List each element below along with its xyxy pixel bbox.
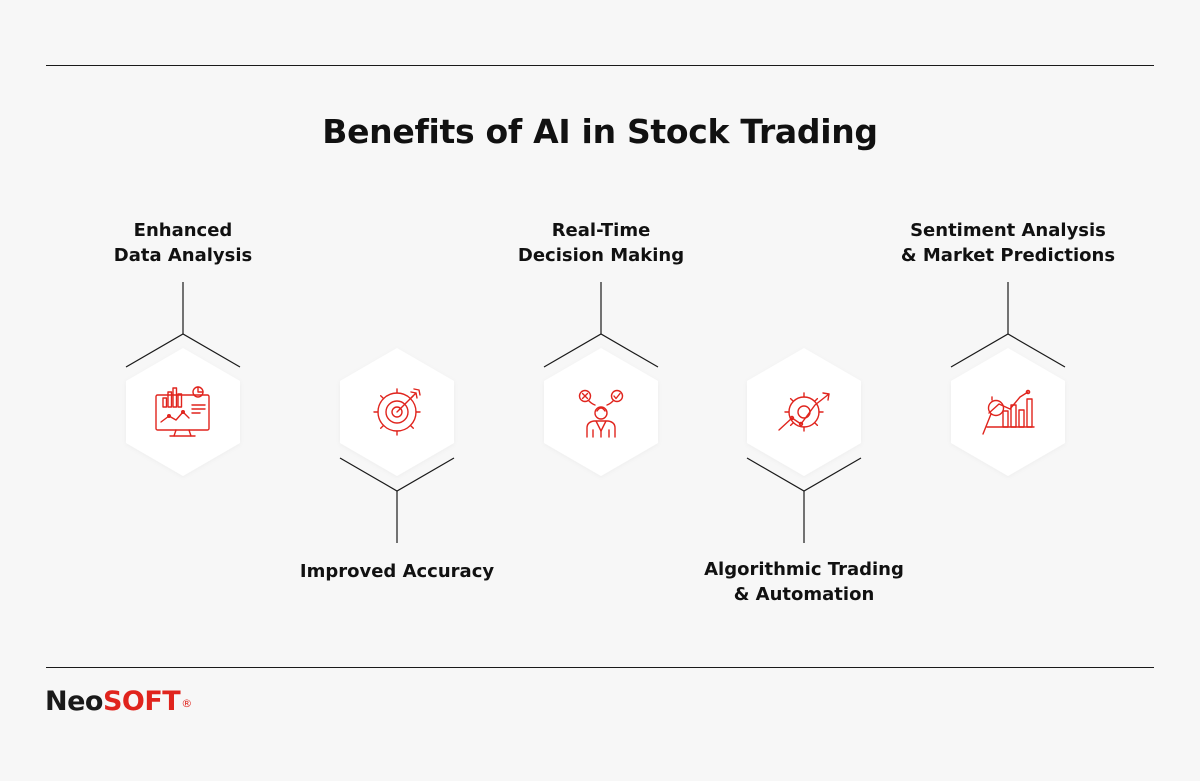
item-label-line: Algorithmic Trading	[704, 559, 904, 580]
decision-maker-icon	[578, 389, 624, 438]
item-label-algorithmic-trading: Algorithmic Trading & Automation	[664, 557, 944, 607]
item-label-sentiment-analysis: Sentiment Analysis & Market Predictions	[868, 218, 1148, 268]
connector-1	[125, 282, 241, 368]
item-label-line: Improved Accuracy	[299, 561, 495, 582]
logo-part-neo: Neo	[45, 686, 103, 717]
logo-part-soft: SOFT	[102, 686, 181, 717]
neosoft-logo: NeoSOFT®	[45, 684, 192, 720]
item-label-line: & Automation	[733, 584, 875, 605]
item-label-real-time-decision-making: Real-Time Decision Making	[461, 218, 741, 268]
hexagon-3	[544, 348, 658, 476]
bottom-divider	[46, 667, 1154, 668]
item-label-line: & Market Predictions	[900, 245, 1116, 266]
gear-trend-icon	[778, 392, 830, 432]
connector-2	[339, 457, 455, 543]
item-label-enhanced-data-analysis: Enhanced Data Analysis	[43, 218, 323, 268]
connector-4	[746, 457, 862, 543]
page-title: Benefits of AI in Stock Trading	[322, 112, 878, 151]
item-label-line: Enhanced	[133, 220, 233, 241]
connector-3	[543, 282, 659, 368]
connector-5	[950, 282, 1066, 368]
market-prediction-chart-icon	[982, 389, 1035, 435]
item-label-line: Real-Time	[551, 220, 651, 241]
item-label-improved-accuracy: Improved Accuracy	[257, 559, 537, 584]
item-label-line: Data Analysis	[113, 245, 253, 266]
hexagon-4	[747, 348, 861, 476]
top-divider	[46, 65, 1154, 66]
data-analysis-monitor-icon	[155, 386, 210, 437]
item-label-line: Decision Making	[517, 245, 685, 266]
item-label-line: Sentiment Analysis	[910, 220, 1106, 241]
target-gear-icon	[373, 388, 421, 436]
registered-mark: ®	[181, 697, 192, 710]
